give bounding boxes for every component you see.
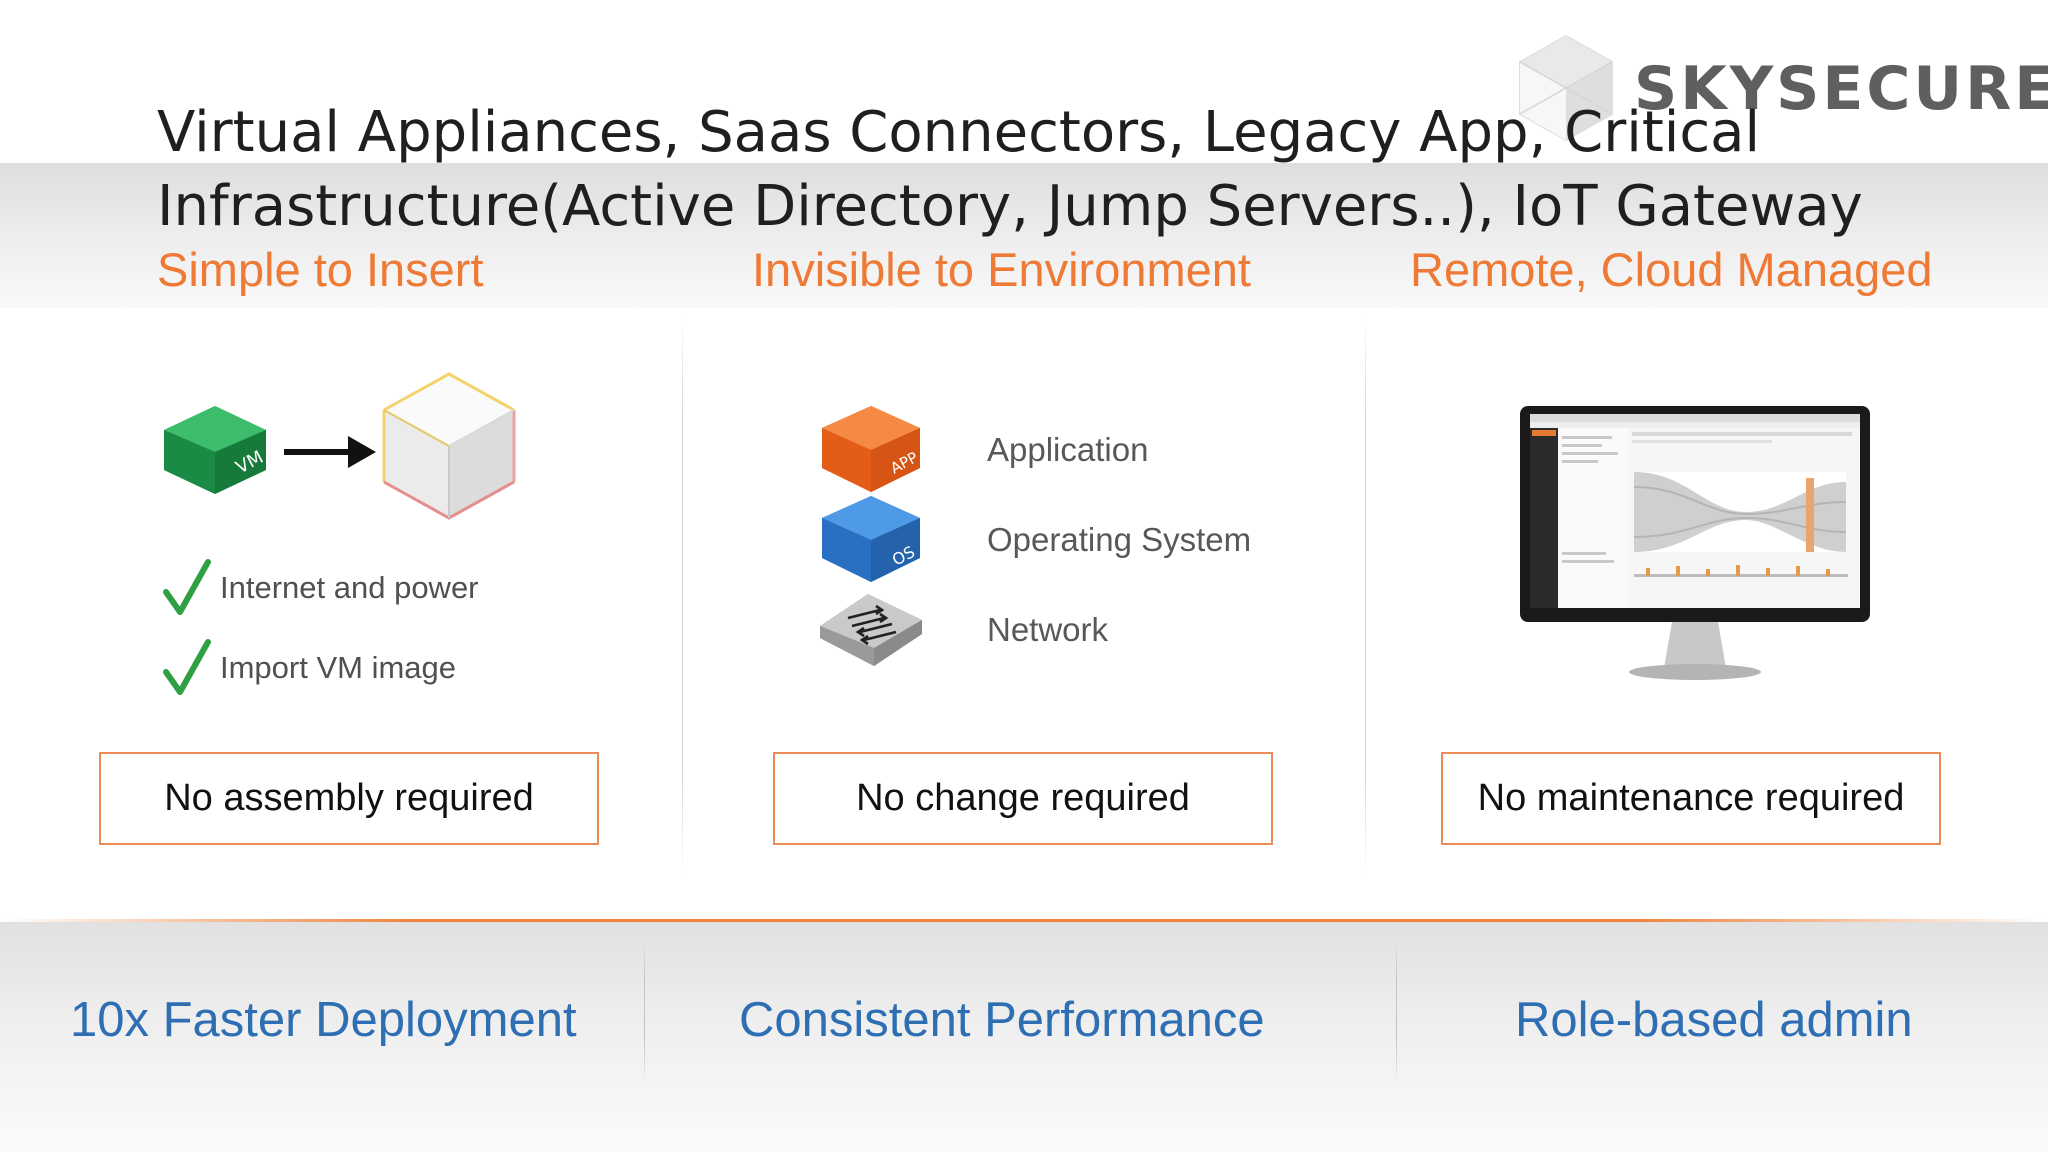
benefit-divider xyxy=(1396,935,1397,1085)
checkmark-icon xyxy=(163,639,211,695)
stack-label-network: Network xyxy=(987,611,1109,648)
checklist-item: Import VM image xyxy=(162,636,456,700)
benefit-role-based-admin: Role-based admin xyxy=(1515,993,1913,1047)
checklist-label: Internet and power xyxy=(220,570,479,605)
checklist-label: Import VM image xyxy=(220,650,457,685)
column-divider xyxy=(682,310,683,876)
requirement-box-maintenance: No maintenance required xyxy=(1441,752,1941,845)
heading-remote-cloud-managed: Remote, Cloud Managed xyxy=(1410,243,1933,296)
benefit-faster-deployment: 10x Faster Deployment xyxy=(70,993,577,1047)
benefits-band xyxy=(0,922,2048,1152)
column-divider xyxy=(1365,310,1366,876)
requirement-box-assembly: No assembly required xyxy=(99,752,599,845)
top-gradient-band xyxy=(0,163,2048,313)
right-arrow-icon xyxy=(284,436,376,468)
skysecure-logo: SKYSECURE xyxy=(1516,32,2048,142)
requirement-box-change: No change required xyxy=(773,752,1273,845)
orange-divider-line xyxy=(0,919,2048,922)
network-switch-icon xyxy=(820,594,922,666)
slide-title: Virtual Appliances, Saas Connectors, Leg… xyxy=(157,96,1917,244)
checklist-item: Internet and power xyxy=(162,556,479,620)
app-cube-icon: APP xyxy=(822,406,921,492)
stack-label-application: Application xyxy=(987,431,1149,468)
stack-label-operating-system: Operating System xyxy=(987,521,1252,558)
vm-cube-icon: VM xyxy=(164,406,267,494)
monitor-dashboard-icon xyxy=(1520,406,1870,680)
title-line-2: Infrastructure(Active Directory, Jump Se… xyxy=(157,174,1863,239)
os-cube-icon: OS xyxy=(822,496,920,582)
heading-simple-to-insert: Simple to Insert xyxy=(157,243,484,296)
logo-wordmark: SKYSECURE xyxy=(1634,54,2048,124)
checkmark-icon xyxy=(163,559,211,615)
heading-invisible-to-environment: Invisible to Environment xyxy=(752,243,1251,296)
title-line-1: Virtual Appliances, Saas Connectors, Leg… xyxy=(157,100,1761,165)
cube-logo-icon xyxy=(1519,34,1613,142)
benefit-consistent-performance: Consistent Performance xyxy=(739,993,1265,1047)
benefit-divider xyxy=(644,935,645,1085)
appliance-box-icon xyxy=(382,372,516,520)
